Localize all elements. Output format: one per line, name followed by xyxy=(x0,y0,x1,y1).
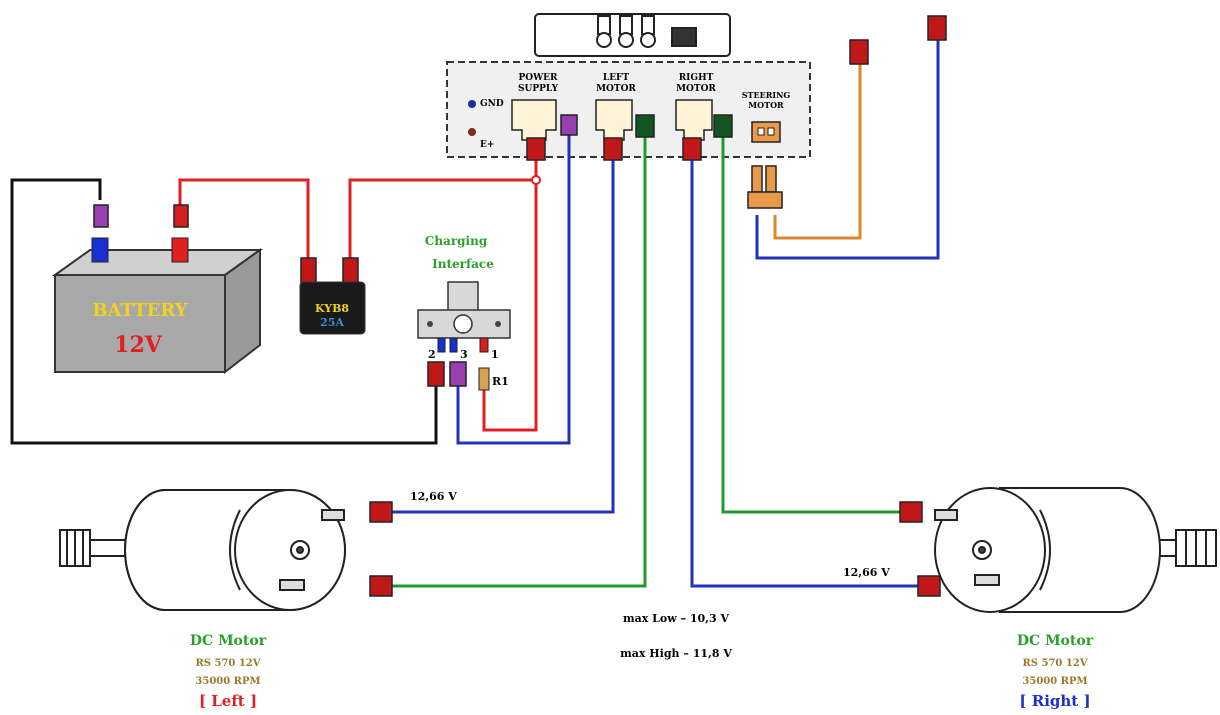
right-motor-blue-wire xyxy=(690,160,918,588)
wires xyxy=(10,40,940,588)
battery-voltage: 12V xyxy=(114,332,163,358)
battery-positive-terminal-icon xyxy=(171,237,189,263)
left-motor-side: [ Left ] xyxy=(199,692,257,710)
switch-connector-out-icon xyxy=(342,257,359,285)
left-motor-blue-wire xyxy=(392,160,615,514)
left-motor-port-label-2: MOTOR xyxy=(596,84,636,94)
power-switch: KYB8 25A xyxy=(299,281,366,335)
receiver-module xyxy=(534,13,731,57)
power-red-connector-icon xyxy=(526,137,546,161)
vplus-label: E+ xyxy=(480,140,494,150)
left-motor-title: DC Motor xyxy=(190,633,267,649)
right-motor-socket-icon xyxy=(675,99,713,141)
steering-blue-wire xyxy=(755,40,940,260)
left-motor-rpm: 35000 RPM xyxy=(195,676,260,687)
resistor-label: R1 xyxy=(492,375,509,388)
switch-model: KYB8 xyxy=(315,302,349,315)
battery-negative-terminal-icon xyxy=(91,237,109,263)
switch-rating: 25A xyxy=(320,316,344,329)
right-motor-title: DC Motor xyxy=(1017,633,1094,649)
right-motor-connector-top-icon xyxy=(899,501,923,523)
gnd-label: GND xyxy=(480,99,504,109)
max-high-voltage: max High – 11,8 V xyxy=(620,647,732,660)
charging-title-2: Interface xyxy=(432,257,494,271)
right-motor-side: [ Right ] xyxy=(1019,692,1090,710)
steering-plug-icon xyxy=(751,165,763,193)
right-motor-green-wire xyxy=(721,135,900,514)
switch-to-power-wire xyxy=(348,148,538,258)
left-motor-connector-bottom-icon xyxy=(369,575,393,597)
right-motor-port-label-1: RIGHT xyxy=(679,73,714,83)
right-motor-connector-bottom-icon xyxy=(917,575,941,597)
ground-wire xyxy=(10,178,438,445)
power-socket-icon xyxy=(511,99,557,141)
left-motor-voltage: 12,66 V xyxy=(410,490,457,503)
charging-interface: Charging Interface 2 3 1 R1 xyxy=(417,234,511,391)
left-red-connector-icon xyxy=(603,137,623,161)
battery-name: BATTERY xyxy=(92,300,188,321)
max-low-voltage: max Low – 10,3 V xyxy=(623,612,729,625)
left-dc-motor-icon xyxy=(59,489,346,611)
charging-pin3-connector-icon xyxy=(449,361,467,387)
power-purple-connector-icon xyxy=(560,114,578,136)
controller-board: GND E+ POWER SUPPLY LEFT MOTOR RIGHT MOT… xyxy=(446,61,811,158)
r1-wire xyxy=(482,180,538,432)
battery-negative-connector-icon xyxy=(93,204,109,228)
battery-positive-connector-icon xyxy=(173,204,189,228)
vplus-indicator xyxy=(468,128,476,136)
switch-connector-in-icon xyxy=(300,257,317,285)
charging-title-1: Charging xyxy=(425,234,488,248)
left-green-connector-icon xyxy=(635,114,655,138)
receiver-connector-icon xyxy=(596,15,697,48)
right-motor-rpm: 35000 RPM xyxy=(1022,676,1087,687)
charging-negative-wire xyxy=(456,135,571,445)
battery-positive-wire xyxy=(178,178,310,258)
charging-pin-2: 2 xyxy=(428,348,436,361)
connectors xyxy=(93,15,947,597)
gnd-indicator xyxy=(468,100,476,108)
right-motor-voltage: 12,66 V xyxy=(843,566,890,579)
resistor-icon xyxy=(478,367,490,391)
right-green-connector-icon xyxy=(713,114,733,138)
steering-orange-wire xyxy=(773,60,862,240)
right-red-connector-icon xyxy=(682,137,702,161)
steering-port-label-1: STEERING xyxy=(742,90,791,100)
left-motor-connector-top-icon xyxy=(369,501,393,523)
left-motor-socket-icon xyxy=(595,99,633,141)
charging-pin2-connector-icon xyxy=(427,361,445,387)
steering-socket-icon xyxy=(751,121,781,143)
left-motor-green-wire xyxy=(392,135,647,588)
right-motor-port-label-2: MOTOR xyxy=(676,84,716,94)
left-motor-model: RS 570 12V xyxy=(195,658,260,669)
steering-connector-a-icon xyxy=(849,39,869,65)
battery: BATTERY 12V xyxy=(51,237,264,375)
right-dc-motor-icon xyxy=(934,487,1217,613)
right-motor-model: RS 570 12V xyxy=(1022,658,1087,669)
steering-port-label-2: MOTOR xyxy=(748,100,784,110)
charging-pin-3: 3 xyxy=(460,348,468,361)
steering-connector-b-icon xyxy=(927,15,947,41)
left-motor-port-label-1: LEFT xyxy=(603,73,630,83)
power-supply-label-2: SUPPLY xyxy=(518,84,559,94)
power-supply-label-1: POWER xyxy=(518,73,558,83)
charging-pin-1: 1 xyxy=(491,348,499,361)
